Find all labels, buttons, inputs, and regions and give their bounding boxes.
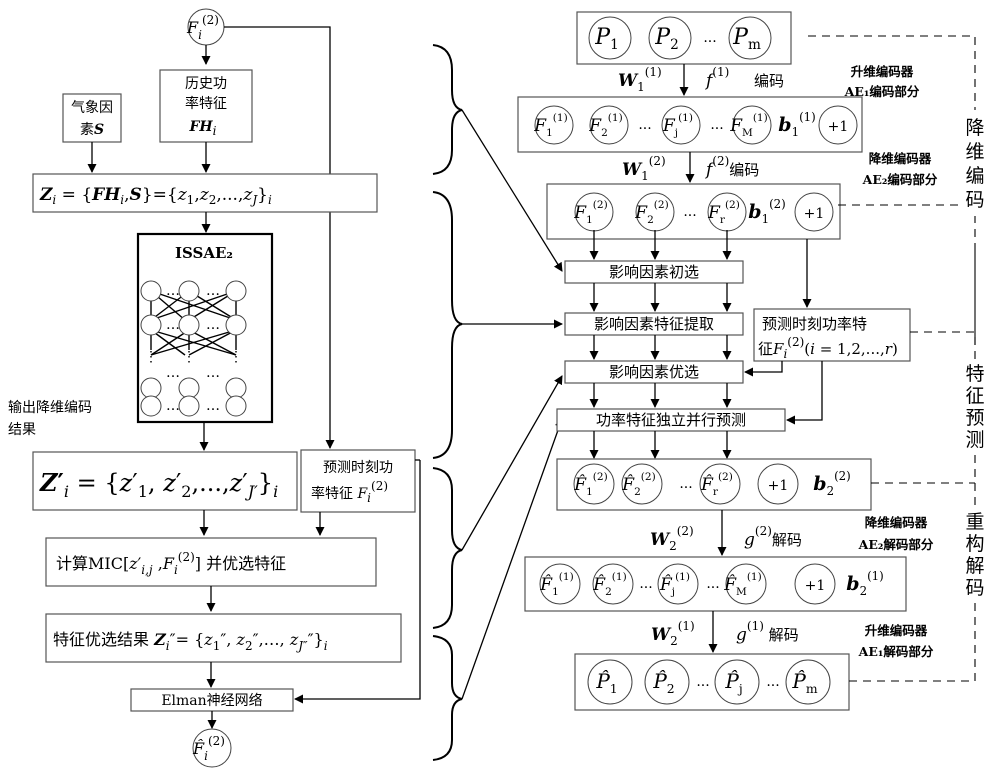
- issae-node: [179, 396, 199, 416]
- encode-1-label: 编码: [754, 72, 784, 90]
- issae-dots: …: [206, 283, 220, 299]
- issae-dots: …: [166, 398, 180, 414]
- node-label: +1: [768, 478, 789, 494]
- ellipsis: ...: [696, 674, 709, 690]
- z-prime-formula: Z′i = {z′1, z′2,...,z′J′}i: [39, 468, 278, 501]
- issae-vdots: ⋮: [182, 349, 196, 365]
- side-label-predict: 特征预测: [962, 360, 988, 454]
- ellipsis: ...: [703, 30, 716, 46]
- history-line2: 率特征: [185, 95, 227, 112]
- side-label-char: 降: [965, 117, 984, 139]
- issae2-title: ISSAE₂: [175, 244, 233, 262]
- output-encode-label1: 输出降维编码: [8, 400, 92, 416]
- issae-dots: …: [206, 365, 220, 381]
- ellipsis: ...: [683, 204, 696, 220]
- issae-vdots: ⋮: [229, 349, 243, 365]
- issae-node: [141, 396, 161, 416]
- g1-label: g(1) 解码: [736, 619, 799, 645]
- side-label-char: 特: [965, 363, 984, 385]
- brace-2: [433, 192, 462, 458]
- issae-vdots: ⋮: [144, 349, 158, 365]
- ellipsis: ...: [679, 476, 692, 492]
- side-label-char: 解: [965, 555, 984, 577]
- issae-node: [226, 281, 246, 301]
- left-flow: Fi(2) 气象因 素S 历史功 率特征 FHi Zi = {FHi,S}={z…: [8, 9, 420, 767]
- g2-label: g(2)解码: [744, 524, 802, 550]
- braces: [433, 45, 462, 760]
- side-label-char: 测: [965, 429, 984, 451]
- issae-node: [179, 315, 199, 335]
- w1-1-label: W1(1): [618, 65, 662, 94]
- side-label-decode: 重构解码: [962, 508, 988, 602]
- factor-feature-extraction-label: 影响因素特征提取: [594, 315, 714, 333]
- ae1-decoder-label1: 升维编码器: [865, 623, 928, 638]
- elman-label: Elman神经网络: [161, 693, 262, 709]
- brace-3: [433, 468, 462, 628]
- factor-primary-selection-label: 影响因素初选: [609, 263, 699, 281]
- factor-optimal-selection-label: 影响因素优选: [609, 363, 699, 381]
- output-feature-node: F̂i(2): [192, 729, 231, 767]
- issae-node: [141, 378, 161, 398]
- mic-text: 计算MIC[z′i,j ,Fi(2)] 并优选特征: [56, 550, 286, 577]
- ae1-decoder-label2: AE₁解码部分: [858, 644, 934, 659]
- ae1-encoder-label1: 升维编码器: [851, 64, 914, 79]
- issae-node: [226, 315, 246, 335]
- side-label-char: 编: [965, 165, 984, 187]
- f1-label: f(1): [704, 65, 729, 91]
- left-predict-line1: 预测时刻功: [323, 460, 393, 476]
- ellipsis: ...: [706, 576, 719, 592]
- side-label-char: 码: [965, 577, 984, 599]
- right-predict-line1: 预测时刻功率特: [762, 315, 867, 333]
- parallel-prediction-label: 功率特征独立并行预测: [596, 411, 746, 429]
- issae-dots: …: [206, 317, 220, 333]
- w2-2-label: W2(2): [650, 524, 694, 553]
- issae-node: [141, 315, 161, 335]
- side-label-char: 维: [965, 141, 984, 163]
- right-flow: P1P2...Pm W1(1) f(1) 编码 升维编码器 AE₁编码部分 F1…: [518, 12, 938, 710]
- side-label-char: 预: [965, 407, 984, 429]
- w2-1-label: W2(1): [651, 619, 695, 648]
- ellipsis: ...: [639, 576, 652, 592]
- issae-node: [141, 281, 161, 301]
- issae-node: [179, 281, 199, 301]
- ae2-decoder-label2: AE₂解码部分: [858, 537, 934, 552]
- issae2-network-box: ISSAE₂ …………⋮⋮⋮…………: [138, 234, 272, 422]
- f2-label: f(2)编码: [704, 154, 759, 180]
- z-set-formula: Zi = {FHi,S}={z1,z2,...,zJ}i: [39, 185, 272, 207]
- ellipsis: ...: [710, 117, 723, 133]
- weather-line2: 素S: [80, 122, 104, 138]
- issae-dots: …: [166, 317, 180, 333]
- w1-2-label: W1(2): [622, 154, 666, 183]
- side-label-char: 构: [965, 533, 984, 555]
- ae2-encoder-label1: 降维编码器: [869, 151, 932, 166]
- issae-node: [226, 396, 246, 416]
- brace-1: [433, 45, 462, 174]
- output-encode-label2: 结果: [8, 422, 36, 438]
- side-label-char: 重: [965, 511, 984, 533]
- side-label-char: 码: [965, 189, 984, 211]
- node-label: +1: [828, 119, 849, 135]
- ae2-decoder-label1: 降维编码器: [865, 515, 928, 530]
- issae-dots: …: [206, 398, 220, 414]
- issae-node: [226, 378, 246, 398]
- ae2-encoder-label2: AE₂编码部分: [862, 172, 938, 187]
- side-label-encode: 降维编码: [962, 114, 988, 216]
- issae-dots: …: [166, 283, 180, 299]
- issae-node: [179, 378, 199, 398]
- history-line1: 历史功: [185, 76, 227, 92]
- input-p-nodes: P1P2...Pm: [589, 17, 771, 59]
- input-feature-node: Fi(2): [186, 9, 224, 45]
- ellipsis: ...: [638, 117, 651, 133]
- side-label-char: 征: [965, 385, 984, 407]
- weather-line1: 气象因: [71, 100, 113, 116]
- node-label: +1: [805, 578, 826, 594]
- brace-4: [433, 636, 462, 760]
- ellipsis: ...: [766, 674, 779, 690]
- issae-dots: …: [166, 365, 180, 381]
- node-label: +1: [804, 206, 825, 222]
